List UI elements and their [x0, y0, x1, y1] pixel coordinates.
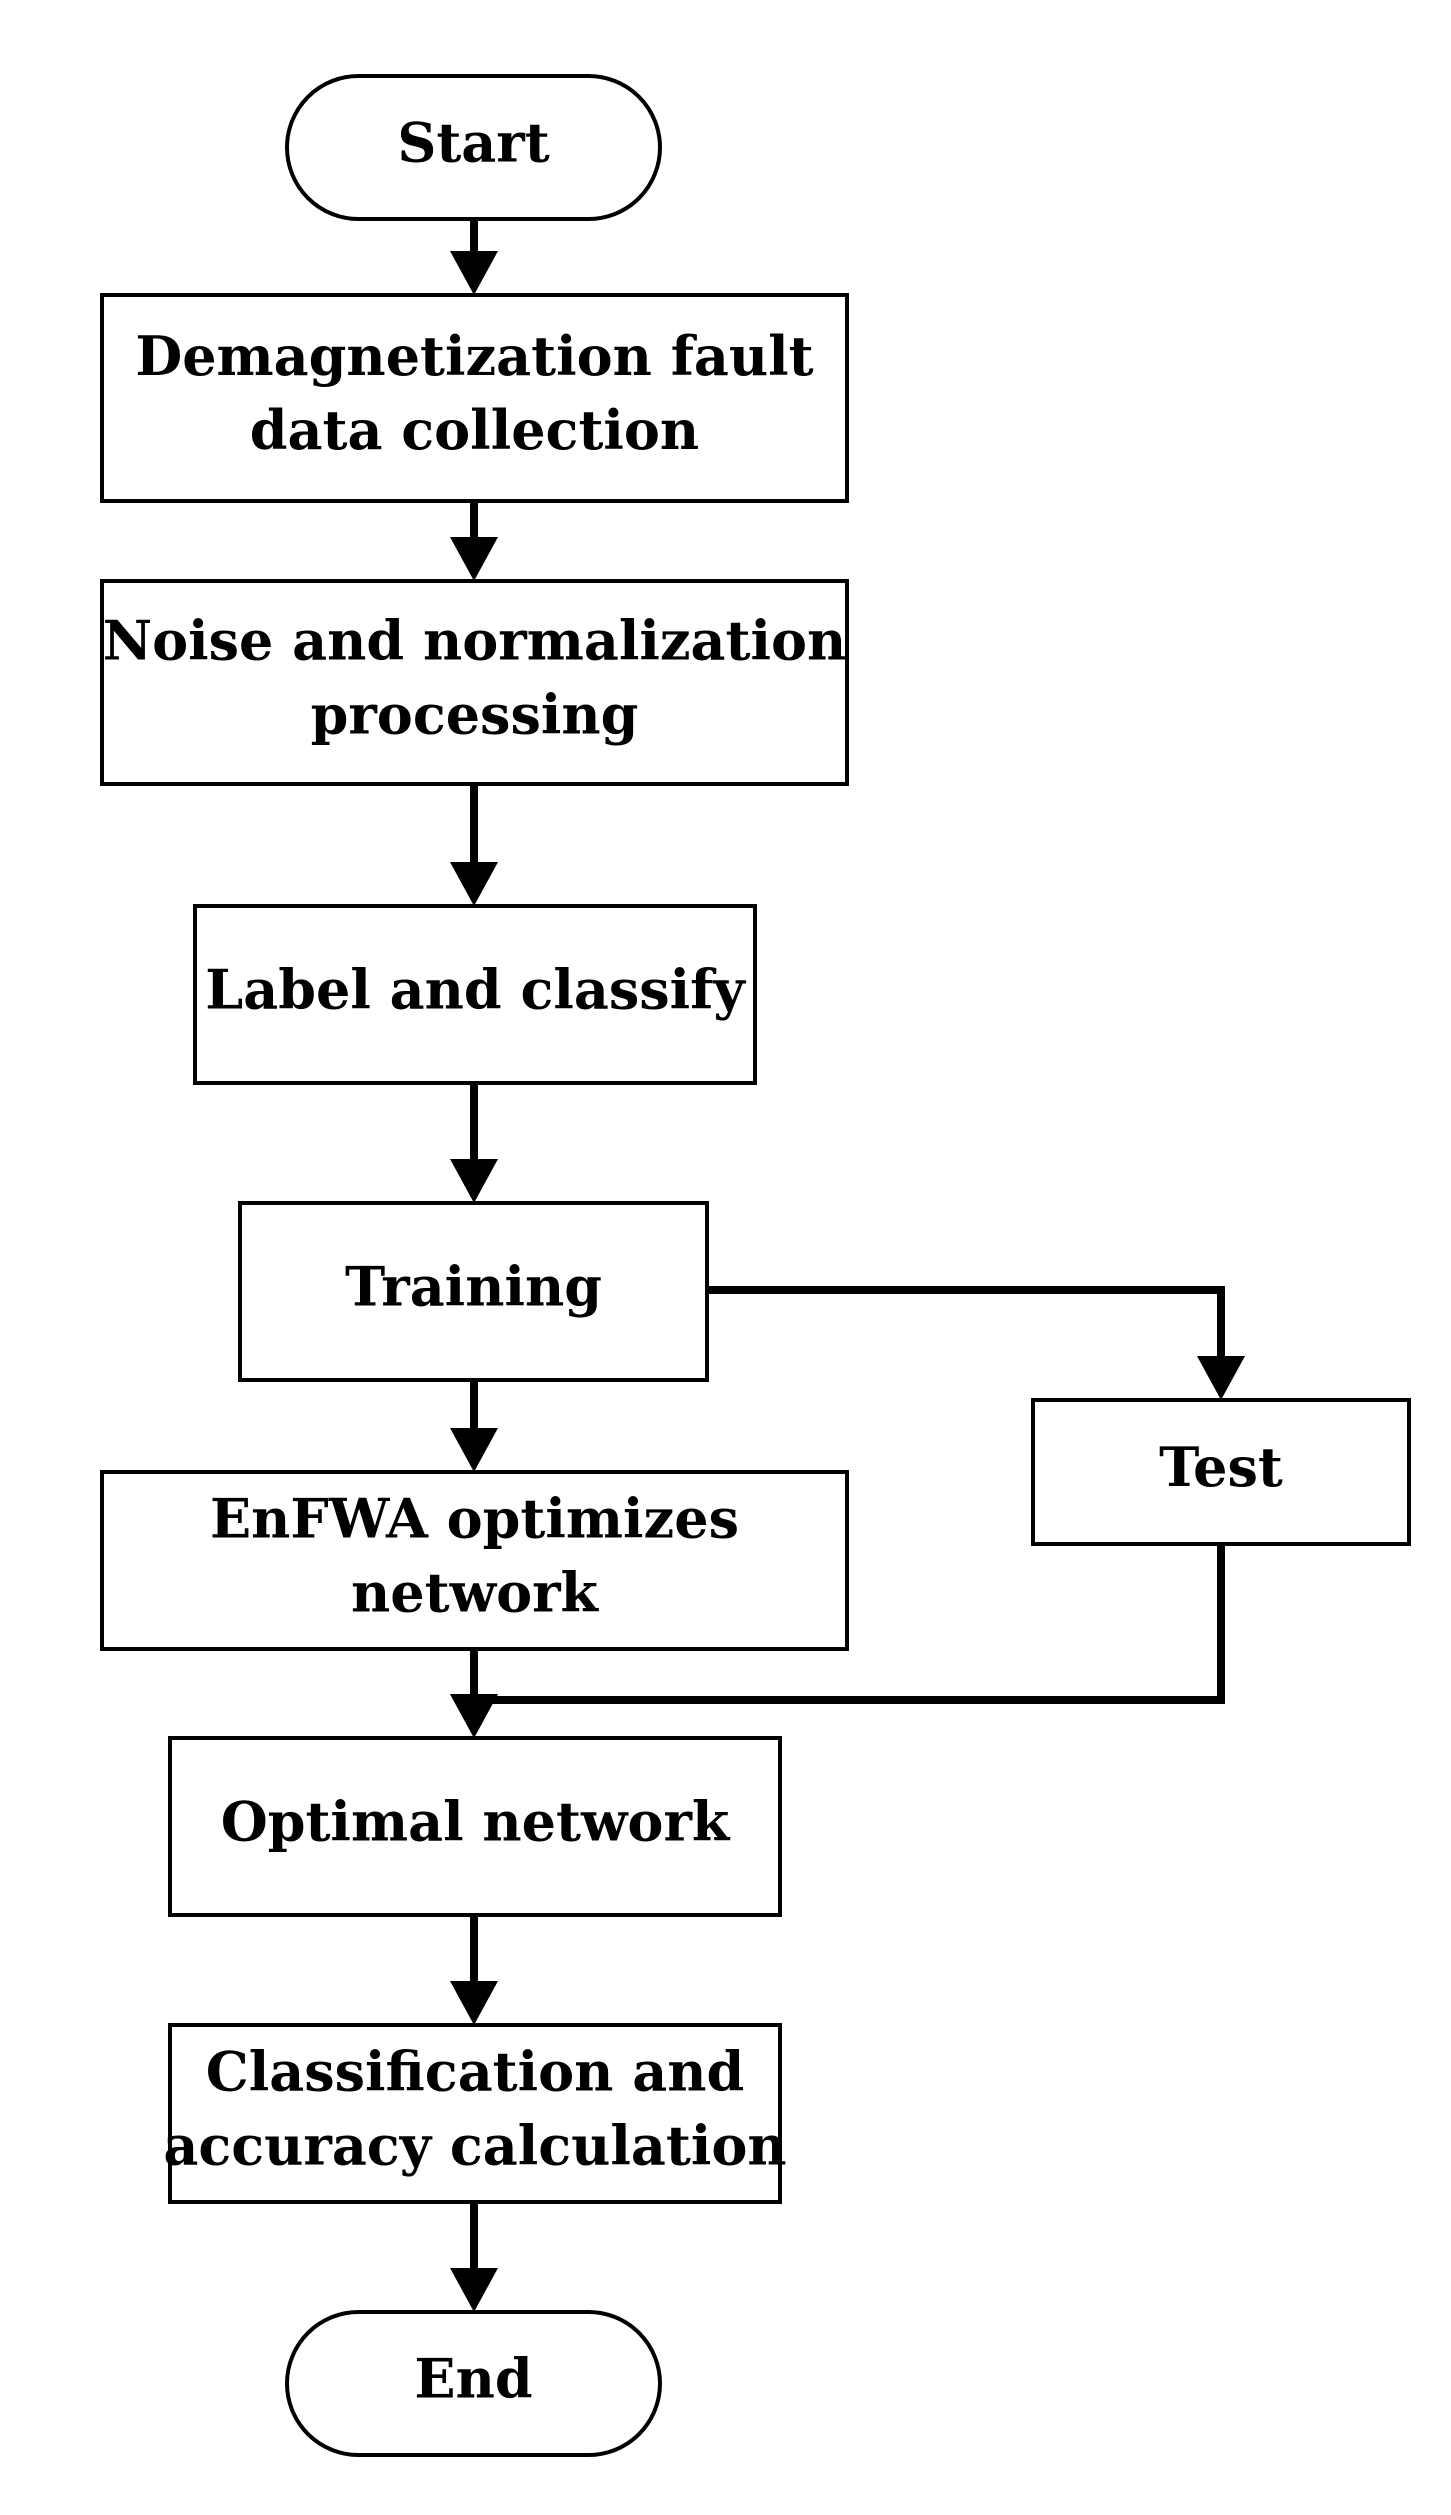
node-label: Start [397, 111, 549, 175]
node-end: End [285, 2310, 662, 2457]
node-label: data collection [250, 398, 699, 462]
process-box [168, 1736, 782, 1917]
arrow-label-to-training [450, 1083, 498, 1203]
arrowhead-icon [450, 1159, 498, 1203]
node-label: Label and classify [205, 958, 746, 1022]
arrow-training-to-enfwa [450, 1380, 498, 1472]
connector-line [707, 1286, 1225, 1356]
arrowhead-icon [450, 1428, 498, 1472]
arrow-training-to-test [707, 1286, 1245, 1400]
process-box [1031, 1398, 1411, 1546]
process-box [238, 1201, 709, 1382]
node-enfwa: EnFWA optimizes network [100, 1470, 849, 1651]
node-classify: Classification and accuracy calculation [163, 2023, 787, 2204]
node-label: processing [311, 683, 639, 747]
node-noise: Noise and normalization processing [100, 579, 849, 786]
process-box [100, 293, 849, 503]
node-label: Label and classify [193, 904, 757, 1085]
terminal-shape [285, 2310, 662, 2457]
arrowhead-icon [450, 251, 498, 295]
process-box [193, 904, 757, 1085]
node-collect: Demagnetization fault data collection [100, 293, 849, 503]
node-label: EnFWA optimizes [210, 1487, 739, 1551]
node-label: Training [345, 1255, 602, 1319]
node-label: Noise and normalization [103, 609, 847, 673]
node-label: Optimal network [221, 1790, 731, 1854]
node-label: Classification and [206, 2040, 744, 2104]
terminal-shape [285, 74, 662, 221]
arrow-classify-to-end [450, 2202, 498, 2312]
process-box [100, 1470, 849, 1651]
node-label: End [414, 2347, 532, 2411]
arrowhead-icon [1197, 1356, 1245, 1400]
process-box [168, 2023, 782, 2204]
arrow-start-to-collect [450, 219, 498, 295]
arrow-optimal-to-classify [450, 1915, 498, 2025]
node-label: Test [1159, 1435, 1283, 1499]
arrowhead-icon [450, 537, 498, 581]
arrowhead-icon [450, 2268, 498, 2312]
process-box [100, 579, 849, 786]
arrowhead-icon [450, 1981, 498, 2025]
node-start: Start [285, 74, 662, 221]
arrowhead-icon [450, 1694, 498, 1738]
node-label: Demagnetization fault [135, 324, 813, 388]
node-optimal: Optimal network [168, 1736, 782, 1917]
arrow-collect-to-noise [450, 501, 498, 581]
node-test: Test [1031, 1398, 1411, 1546]
arrow-noise-to-label [450, 784, 498, 906]
arrow-test-to-optimal [450, 1544, 1225, 1738]
arrowhead-icon [450, 862, 498, 906]
node-label: accuracy calculation [163, 2114, 786, 2178]
node-label: network [351, 1561, 600, 1625]
node-training: Training [238, 1201, 709, 1382]
